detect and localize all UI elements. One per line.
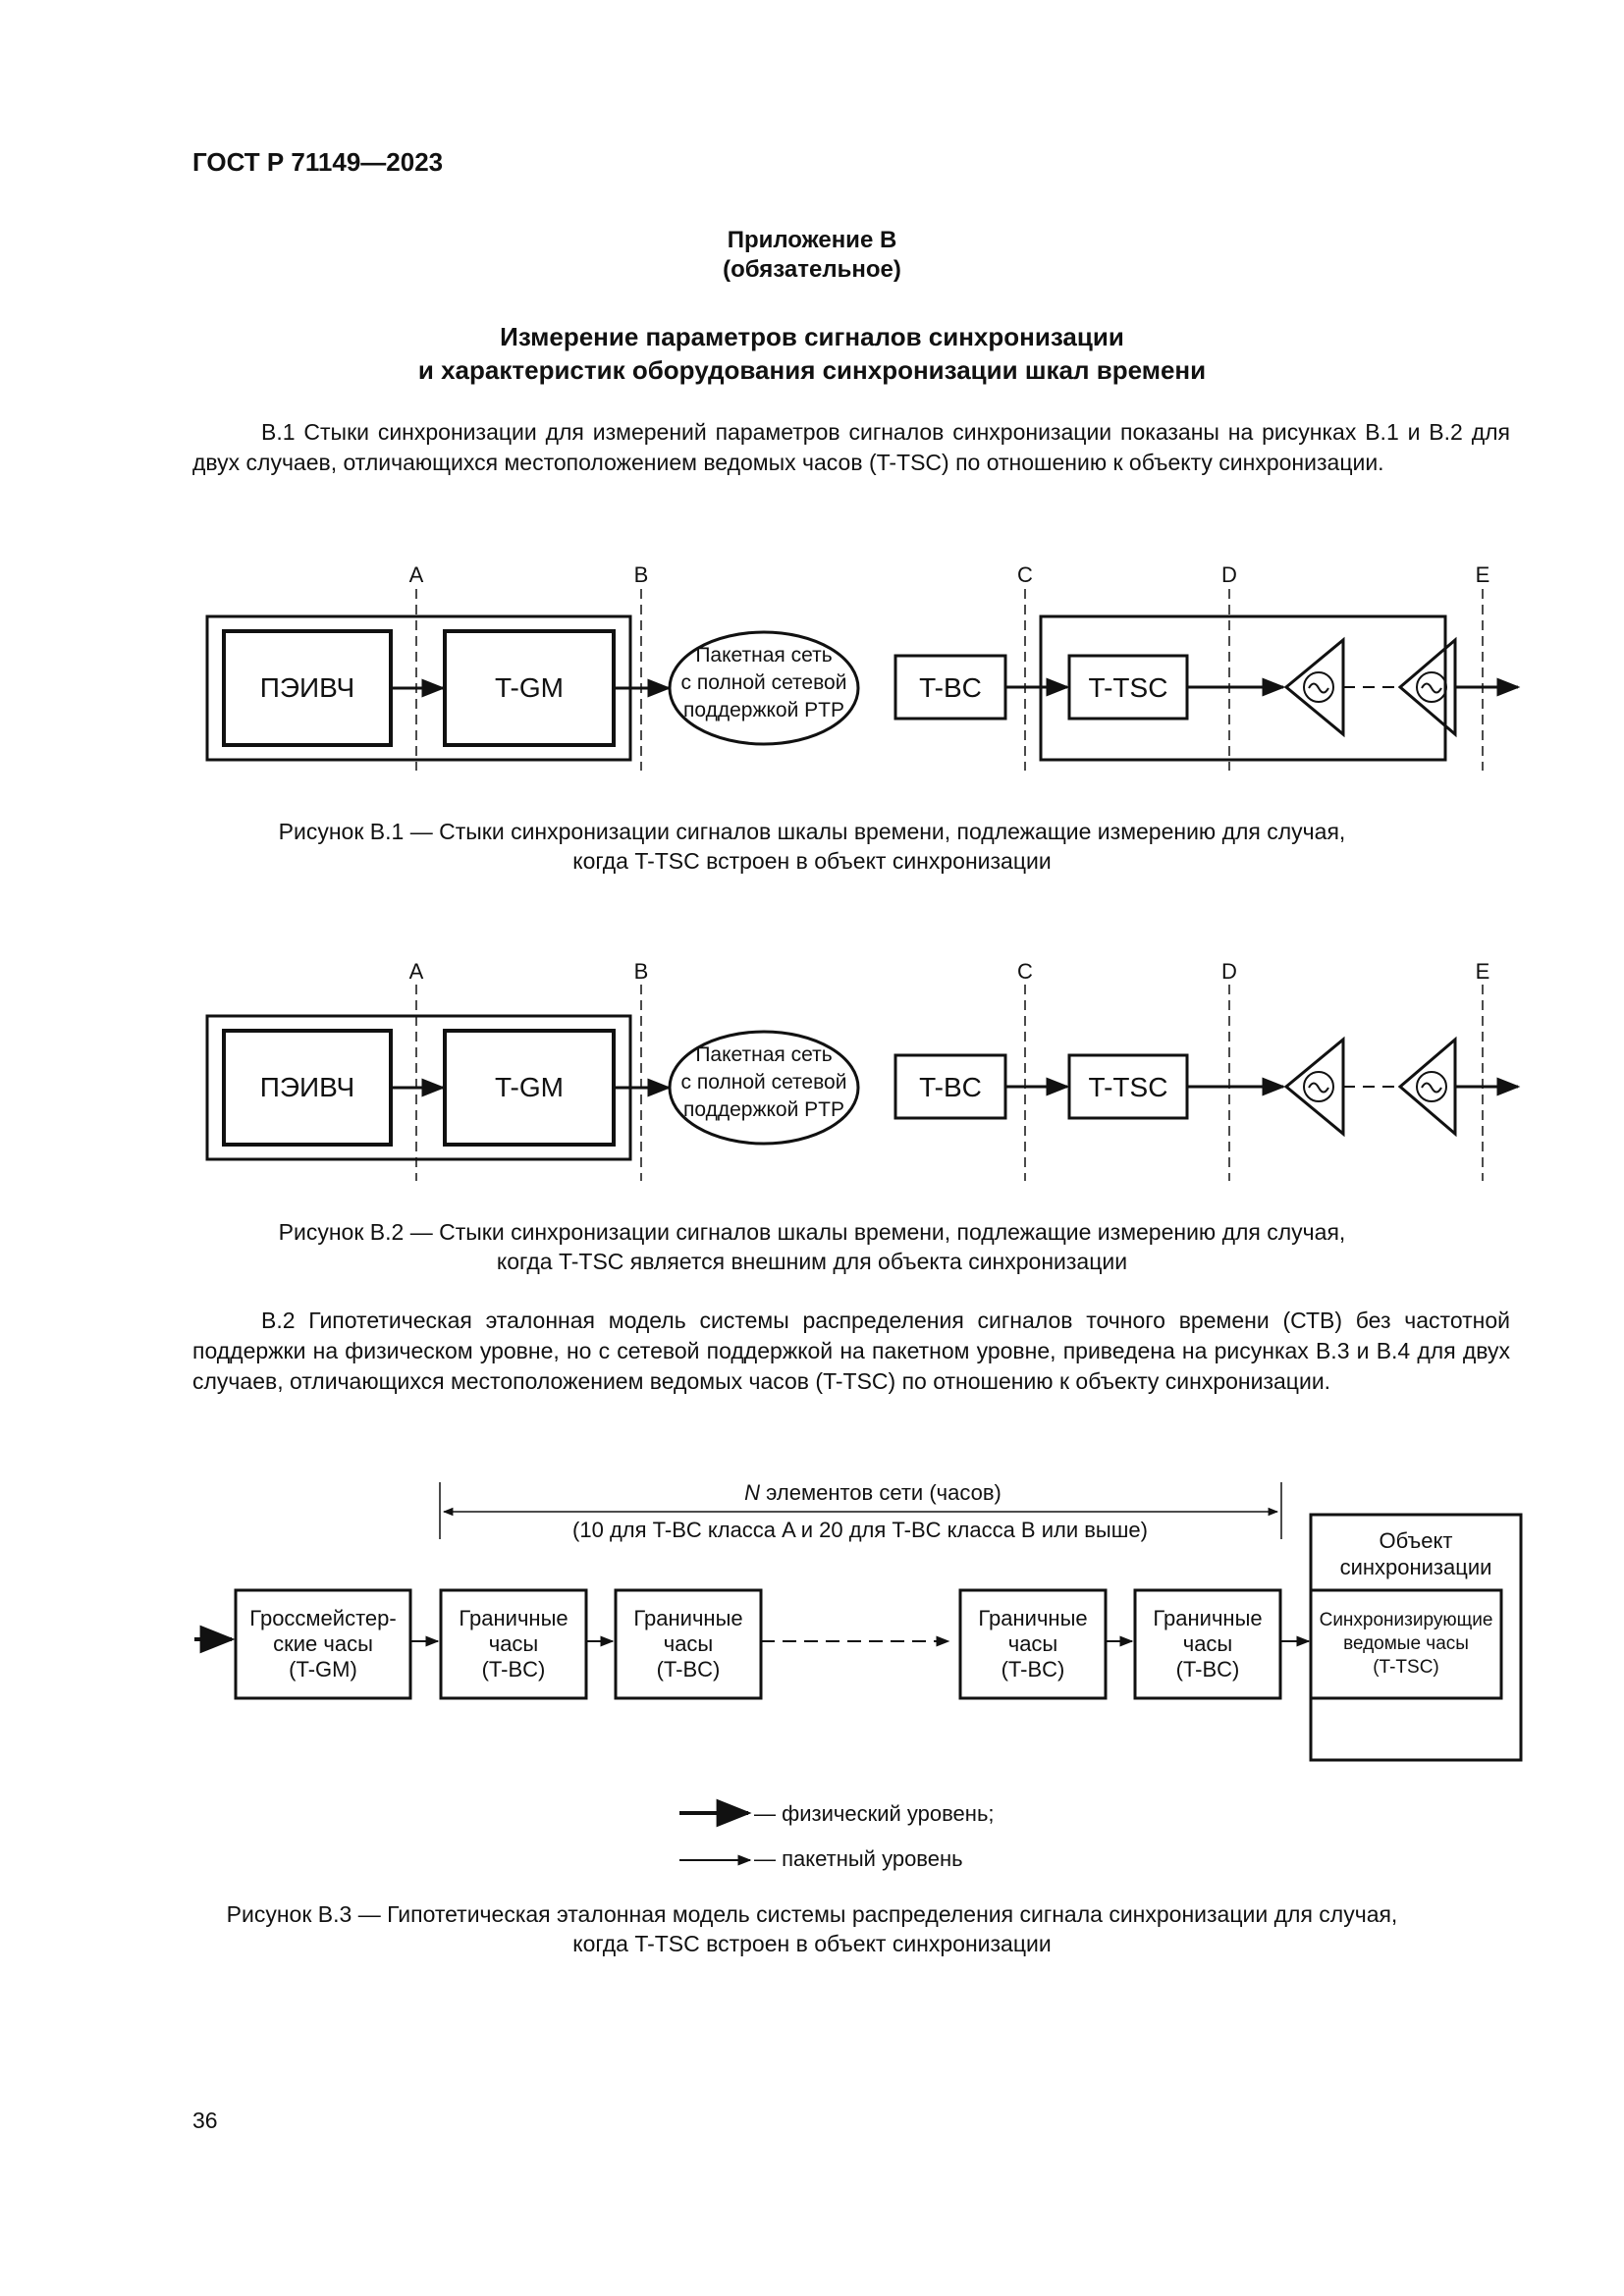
network-label-line3: поддержкой PTP	[683, 1098, 844, 1121]
point-b-label: B	[634, 959, 649, 984]
oscillator-icon	[1303, 671, 1334, 703]
tsc-box	[1309, 1588, 1503, 1700]
point-e-label: E	[1476, 562, 1490, 587]
point-d-label: D	[1221, 959, 1237, 984]
oscillator-icon	[1303, 1071, 1334, 1102]
legend-physical: — физический уровень;	[754, 1801, 995, 1826]
ttsc-label: T-TSC	[1089, 1072, 1168, 1102]
span-label-n: N	[744, 1480, 760, 1505]
peivch-label: ПЭИВЧ	[260, 672, 354, 703]
network-label-line3: поддержкой PTP	[683, 699, 844, 721]
peivch-label: ПЭИВЧ	[260, 1072, 354, 1102]
tsc-label-line2: ведомые часы	[1343, 1633, 1469, 1654]
bc-label-line2: часы	[1183, 1631, 1233, 1656]
tsc-label-line1: Синхронизирующие	[1320, 1610, 1493, 1630]
receiver-triangle-1	[1283, 1036, 1345, 1138]
boundary-clock-box	[958, 1588, 1108, 1700]
annex-label: Приложение В	[727, 227, 897, 253]
point-a-label: A	[409, 959, 424, 984]
network-label-line1: Пакетная сеть	[695, 644, 832, 667]
figure-b1-caption-line1: Рисунок В.1 — Стыки синхронизации сигнал…	[278, 819, 1346, 844]
figure-b2-caption: Рисунок В.2 — Стыки синхронизации сигнал…	[0, 1217, 1624, 1276]
annex-heading: Приложение В (обязательное)	[0, 226, 1624, 285]
tbc-label: T-BC	[919, 1072, 982, 1102]
object-label-line2: синхронизации	[1340, 1555, 1492, 1579]
network-label-line2: с полной сетевой	[681, 1071, 847, 1094]
figure-b3-caption-line1: Рисунок В.3 — Гипотетическая эталонная м…	[226, 1901, 1398, 1927]
boundary-clock-box	[614, 1588, 763, 1700]
object-label-line1: Объект	[1380, 1528, 1453, 1553]
packet-network-ellipse	[668, 630, 860, 746]
network-label-line2: с полной сетевой	[681, 671, 847, 694]
annex-status: (обязательное)	[723, 256, 901, 283]
span-label: N элементов сети (часов)	[744, 1480, 1001, 1505]
bc-label-line3: (T-BC)	[1001, 1657, 1065, 1682]
figure-b3-caption: Рисунок В.3 — Гипотетическая эталонная м…	[0, 1899, 1624, 1958]
bc-label-line2: часы	[1008, 1631, 1058, 1656]
figure-b3-caption-line2: когда T-TSC встроен в объект синхронизац…	[572, 1931, 1052, 1956]
point-d-label: D	[1221, 562, 1237, 587]
figure-b2-caption-line2: когда T-TSC является внешним для объекта…	[496, 1249, 1128, 1274]
figure-b1-diagram: A B C D E ПЭИВЧ T-GM Пакетная сеть с пол…	[205, 562, 1521, 771]
point-a-label: A	[409, 562, 424, 587]
legend-packet: — пакетный уровень	[754, 1846, 963, 1871]
bc-label-line1: Граничные	[459, 1606, 568, 1630]
bc-label-line3: (T-BC)	[1176, 1657, 1240, 1682]
document-code: ГОСТ Р 71149—2023	[192, 147, 444, 177]
receiver-triangle-1	[1283, 636, 1345, 738]
gm-label-line2: ские часы	[273, 1631, 373, 1656]
network-label-line1: Пакетная сеть	[695, 1043, 832, 1066]
grandmaster-box	[234, 1588, 412, 1700]
measurement-lines	[415, 985, 1484, 1181]
ttsc-label: T-TSC	[1089, 672, 1168, 703]
bc-label-line3: (T-BC)	[657, 1657, 721, 1682]
boundary-clock-box	[439, 1588, 588, 1700]
point-c-label: C	[1017, 959, 1033, 984]
tgm-label: T-GM	[495, 1072, 564, 1102]
span-note: (10 для T-BC класса A и 20 для T-BC клас…	[572, 1518, 1148, 1542]
oscillator-icon	[1416, 671, 1447, 703]
section-title-line1: Измерение параметров сигналов синхрониза…	[500, 322, 1124, 351]
paragraph-b2: В.2 Гипотетическая эталонная модель сист…	[192, 1306, 1510, 1397]
tbc-label: T-BC	[919, 672, 982, 703]
gm-label-line3: (T-GM)	[289, 1657, 357, 1682]
oscillator-icon	[1416, 1071, 1447, 1102]
gm-label-line1: Гроссмейстер-	[249, 1606, 396, 1630]
figure-b1-caption-line2: когда T-TSC встроен в объект синхронизац…	[572, 848, 1052, 874]
paragraph-b2-text: В.2 Гипотетическая эталонная модель сист…	[192, 1308, 1510, 1394]
bc-label-line1: Граничные	[1153, 1606, 1262, 1630]
section-title: Измерение параметров сигналов синхрониза…	[0, 320, 1624, 387]
figure-b2-diagram: A B C D E ПЭИВЧ T-GM Пакетная сеть с пол…	[205, 959, 1521, 1181]
page-number: 36	[192, 2108, 218, 2133]
span-label-rest: элементов сети (часов)	[760, 1480, 1001, 1505]
bc-label-line1: Граничные	[633, 1606, 742, 1630]
point-b-label: B	[634, 562, 649, 587]
bc-label-line2: часы	[489, 1631, 539, 1656]
packet-network-ellipse	[668, 1030, 860, 1146]
point-c-label: C	[1017, 562, 1033, 587]
figure-b1-caption: Рисунок В.1 — Стыки синхронизации сигнал…	[0, 817, 1624, 876]
bc-label-line2: часы	[664, 1631, 714, 1656]
paragraph-b1: В.1 Стыки синхронизации для измерений па…	[192, 417, 1510, 478]
paragraph-b1-text: В.1 Стыки синхронизации для измерений па…	[192, 419, 1510, 475]
bc-label-line1: Граничные	[978, 1606, 1087, 1630]
point-e-label: E	[1476, 959, 1490, 984]
tsc-label-line3: (T-TSC)	[1373, 1657, 1439, 1678]
section-title-line2: и характеристик оборудования синхронизац…	[417, 355, 1207, 385]
boundary-clock-box	[1133, 1588, 1282, 1700]
figure-b3-diagram: N элементов сети (часов) (10 для T-BC кл…	[194, 1480, 1523, 1871]
bc-label-line3: (T-BC)	[482, 1657, 546, 1682]
tgm-label: T-GM	[495, 672, 564, 703]
figure-b2-caption-line1: Рисунок В.2 — Стыки синхронизации сигнал…	[278, 1219, 1346, 1245]
